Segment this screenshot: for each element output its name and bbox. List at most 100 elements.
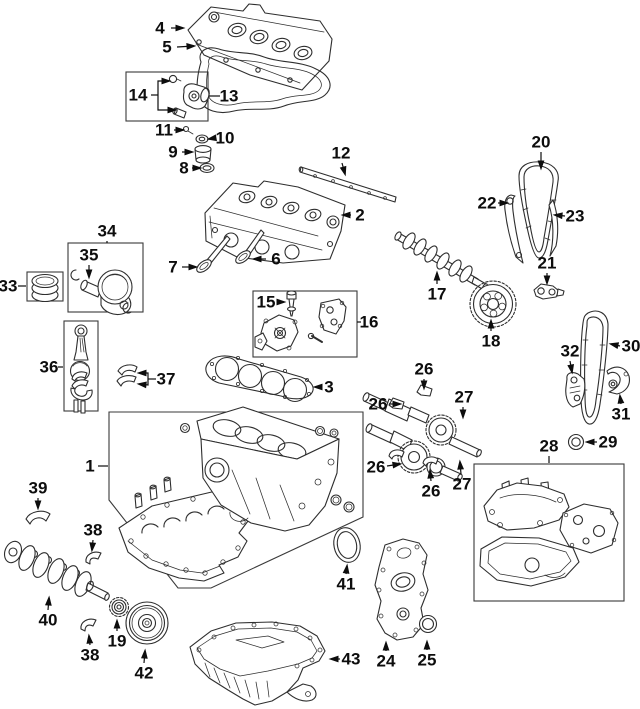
callout-20-label[interactable]: 20 — [532, 133, 551, 152]
callout-34-label[interactable]: 34 — [98, 222, 117, 241]
callout-21-label[interactable]: 21 — [538, 254, 557, 273]
callout-26a-label[interactable]: 26 — [415, 360, 434, 379]
callout-8[interactable]: 8 — [179, 159, 203, 178]
callout-15[interactable]: 15 — [257, 293, 287, 312]
callout-37-label[interactable]: 37 — [157, 370, 176, 389]
callout-17[interactable]: 17 — [428, 270, 447, 304]
callout-41-label[interactable]: 41 — [337, 575, 356, 594]
callout-21[interactable]: 21 — [538, 254, 557, 286]
callout-25-label[interactable]: 25 — [418, 651, 437, 670]
callout-39[interactable]: 39 — [29, 479, 48, 511]
callout-1[interactable]: 1 — [85, 457, 108, 476]
callout-26d-label[interactable]: 26 — [422, 482, 441, 501]
callout-3-label[interactable]: 3 — [324, 378, 333, 397]
callout-34[interactable]: 34 — [98, 222, 117, 244]
callout-36[interactable]: 36 — [40, 358, 63, 377]
callout-26a[interactable]: 26 — [415, 360, 434, 391]
callout-35[interactable]: 35 — [80, 246, 99, 280]
callout-38a-label[interactable]: 38 — [84, 521, 103, 540]
callout-7[interactable]: 7 — [168, 258, 199, 277]
callout-17-label[interactable]: 17 — [428, 285, 447, 304]
callout-10-label[interactable]: 10 — [216, 129, 235, 148]
callout-10[interactable]: 10 — [206, 129, 235, 148]
callout-14[interactable]: 14 — [129, 77, 178, 114]
timing-cover-drawing — [374, 538, 429, 641]
callout-30-label[interactable]: 30 — [622, 337, 640, 356]
callout-18[interactable]: 18 — [482, 318, 501, 351]
callout-27a[interactable]: 27 — [455, 388, 474, 420]
callout-11[interactable]: 11 — [155, 121, 186, 140]
callout-24-label[interactable]: 24 — [377, 652, 396, 671]
callout-12-label[interactable]: 12 — [332, 144, 351, 163]
callout-9[interactable]: 9 — [168, 143, 195, 162]
callout-24[interactable]: 24 — [377, 640, 396, 671]
callout-27b[interactable]: 27 — [453, 459, 472, 494]
callout-36-label[interactable]: 36 — [40, 358, 59, 377]
callout-4-label[interactable]: 4 — [155, 19, 165, 38]
callout-6-label[interactable]: 6 — [271, 250, 280, 269]
callout-38b-label[interactable]: 38 — [81, 646, 100, 665]
callout-7-label[interactable]: 7 — [168, 258, 177, 277]
callout-3[interactable]: 3 — [312, 378, 334, 397]
callout-38b[interactable]: 38 — [81, 633, 100, 665]
callout-28[interactable]: 28 — [540, 437, 559, 464]
callout-15-label[interactable]: 15 — [257, 293, 276, 312]
callout-32-label[interactable]: 32 — [561, 342, 580, 361]
callout-35-label[interactable]: 35 — [80, 246, 99, 265]
callout-28-label[interactable]: 28 — [540, 437, 559, 456]
callout-26c[interactable]: 26 — [367, 458, 403, 477]
callout-16[interactable]: 16 — [357, 313, 378, 332]
callout-29[interactable]: 29 — [584, 433, 618, 452]
callout-43-label[interactable]: 43 — [342, 650, 361, 669]
callout-29-label[interactable]: 29 — [599, 433, 618, 452]
callout-40-label[interactable]: 40 — [39, 611, 58, 630]
callout-22-label[interactable]: 22 — [478, 194, 497, 213]
callout-20[interactable]: 20 — [532, 133, 551, 171]
callout-11-label[interactable]: 11 — [155, 121, 173, 140]
callout-13[interactable]: 13 — [209, 87, 238, 106]
callout-13-label[interactable]: 13 — [220, 87, 239, 106]
callout-32[interactable]: 32 — [561, 342, 580, 375]
callout-30[interactable]: 30 — [608, 337, 640, 356]
callout-31-label[interactable]: 31 — [612, 405, 631, 424]
callout-23-label[interactable]: 23 — [566, 207, 585, 226]
callout-43[interactable]: 43 — [328, 650, 361, 669]
callout-31[interactable]: 31 — [612, 393, 631, 424]
callout-42-label[interactable]: 42 — [135, 664, 154, 683]
callout-39-label[interactable]: 39 — [29, 479, 48, 498]
callout-33[interactable]: 33 — [0, 277, 26, 296]
callout-33-label[interactable]: 33 — [0, 277, 17, 296]
callout-12[interactable]: 12 — [332, 144, 351, 177]
callout-9-label[interactable]: 9 — [168, 143, 177, 162]
callout-25[interactable]: 25 — [418, 639, 437, 670]
callout-42[interactable]: 42 — [135, 648, 154, 683]
callout-18-label[interactable]: 18 — [482, 332, 501, 351]
callout-26d[interactable]: 26 — [422, 468, 441, 501]
callout-23[interactable]: 23 — [552, 207, 585, 226]
callout-14-label[interactable]: 14 — [129, 86, 148, 105]
callout-2[interactable]: 2 — [340, 206, 365, 225]
callout-8-label[interactable]: 8 — [179, 159, 188, 178]
callout-27a-label[interactable]: 27 — [455, 388, 474, 407]
callout-6[interactable]: 6 — [251, 250, 281, 269]
callout-40[interactable]: 40 — [39, 595, 58, 630]
callout-41[interactable]: 41 — [337, 563, 356, 594]
callout-5[interactable]: 5 — [162, 38, 197, 57]
callout-19[interactable]: 19 — [108, 618, 127, 651]
callout-38a[interactable]: 38 — [84, 521, 103, 553]
callout-26b[interactable]: 26 — [369, 395, 403, 414]
oil-pump-unit-drawing — [479, 477, 619, 587]
callout-22[interactable]: 22 — [478, 194, 510, 213]
callout-5-label[interactable]: 5 — [162, 38, 171, 57]
callout-16-label[interactable]: 16 — [360, 313, 379, 332]
callout-4[interactable]: 4 — [155, 19, 186, 38]
callout-2-label[interactable]: 2 — [355, 206, 364, 225]
callout-26c-label[interactable]: 26 — [367, 458, 386, 477]
rocker-shaft-drawing — [298, 166, 397, 203]
callout-19-label[interactable]: 19 — [108, 632, 127, 651]
callout-37[interactable]: 37 — [136, 370, 176, 389]
callout-27b-label[interactable]: 27 — [453, 475, 472, 494]
callout-1-label[interactable]: 1 — [85, 457, 94, 476]
callout-26b-label[interactable]: 26 — [369, 395, 388, 414]
